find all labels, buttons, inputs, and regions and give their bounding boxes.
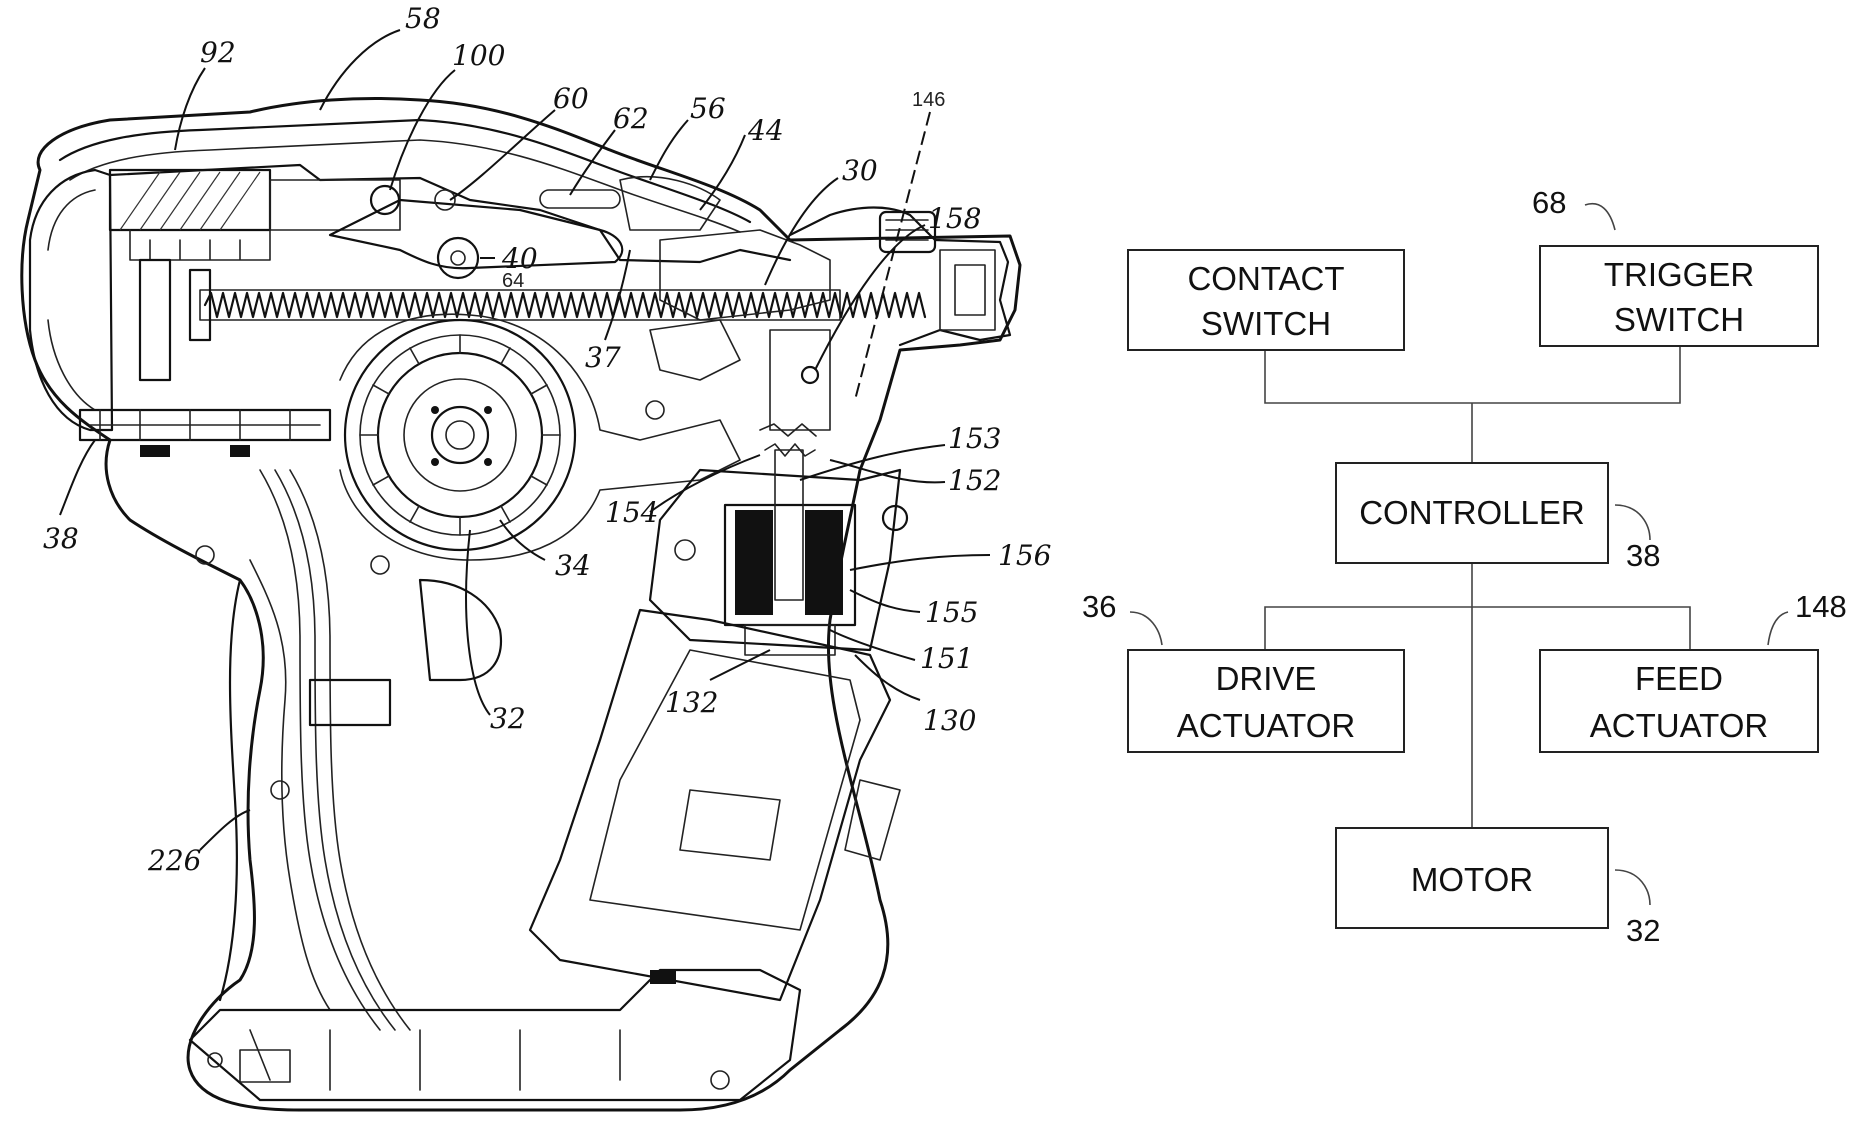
battery-foot-ribs — [250, 1030, 620, 1090]
nose-block — [940, 250, 995, 330]
label-37: 37 — [585, 341, 621, 374]
label-100: 100 — [452, 39, 505, 72]
label-152: 152 — [948, 464, 1001, 497]
magazine-inner — [590, 650, 860, 930]
label-60: 60 — [553, 82, 589, 115]
motor-block: MOTOR 32 — [1336, 828, 1660, 948]
ref-38: 38 — [1626, 538, 1660, 573]
plunger-spring-152 — [765, 444, 815, 456]
side-boss — [675, 540, 695, 560]
label-58: 58 — [405, 2, 441, 35]
upper-nose-rail — [660, 230, 830, 320]
motor-label: MOTOR — [1411, 861, 1533, 898]
ref-148: 148 — [1795, 589, 1847, 624]
screw-b — [271, 781, 289, 799]
label-44: 44 — [747, 114, 784, 147]
chip-1 — [140, 445, 170, 457]
label-130: 130 — [923, 704, 976, 737]
label-156: 156 — [998, 539, 1051, 572]
slot-62 — [540, 190, 620, 208]
label-151: 151 — [920, 642, 973, 675]
chip-2 — [230, 445, 250, 457]
wire-bundle-3 — [290, 470, 410, 1030]
contact-switch-line1: CONTACT — [1187, 260, 1344, 297]
label-62: 62 — [613, 102, 649, 135]
motor-assembly — [345, 320, 575, 550]
trigger-switch-line1: TRIGGER — [1604, 256, 1754, 293]
rear-cap — [30, 170, 112, 430]
cam-40 — [438, 238, 478, 278]
contact-switch-line2: SWITCH — [1201, 305, 1331, 342]
rear-cap-inner — [48, 190, 95, 410]
trigger-switch-body — [310, 680, 390, 725]
label-56: 56 — [690, 92, 726, 125]
feed-actuator-line2: ACTUATOR — [1590, 707, 1768, 744]
trigger-switch-line2: SWITCH — [1614, 301, 1744, 338]
drive-actuator-block: DRIVE ACTUATOR 36 — [1082, 589, 1404, 752]
battery-foot — [190, 970, 800, 1100]
contact-pad — [650, 970, 676, 984]
feed-actuator-block: FEED ACTUATOR 148 — [1540, 589, 1847, 752]
label-92: 92 — [200, 36, 236, 69]
block-92 — [110, 170, 270, 230]
trigger-switch-block: TRIGGER SWITCH 68 — [1532, 185, 1818, 346]
tool-cross-section: 92 58 100 60 62 56 44 146 30 — [22, 2, 1052, 1110]
comb-teeth — [130, 230, 270, 260]
controller-block: CONTROLLER 38 — [1336, 463, 1660, 573]
label-154: 154 — [605, 496, 658, 529]
coil-left — [735, 510, 773, 615]
drive-actuator-line1: DRIVE — [1216, 660, 1317, 697]
solenoid-guide — [770, 330, 830, 430]
label-146: 146 — [912, 89, 945, 111]
label-226: 226 — [147, 844, 201, 877]
label-32: 32 — [490, 702, 526, 735]
label-30: 30 — [842, 154, 878, 187]
block-92-hatch — [120, 172, 260, 230]
pivot-60 — [435, 190, 455, 210]
lift-arm — [330, 200, 622, 268]
ref-32: 32 — [1626, 913, 1660, 948]
handle-226 — [220, 580, 240, 1000]
screw-c — [371, 556, 389, 574]
contact-switch-block: CONTACT SWITCH — [1128, 250, 1404, 350]
label-132: 132 — [665, 686, 718, 719]
stator-slots — [360, 335, 560, 535]
drive-spring — [205, 293, 925, 317]
screw-f — [711, 1071, 729, 1089]
wire-bundle-2 — [275, 470, 395, 1030]
magazine-window — [680, 790, 780, 860]
ref-68: 68 — [1532, 185, 1566, 220]
bracket-37 — [650, 320, 740, 380]
plunger-153 — [775, 450, 803, 600]
label-34: 34 — [555, 549, 591, 582]
pivot-100 — [371, 186, 399, 214]
trigger — [420, 580, 501, 680]
label-155: 155 — [925, 596, 978, 629]
label-158: 158 — [928, 202, 981, 235]
cam-40-hub — [451, 251, 465, 265]
feed-actuator-line1: FEED — [1635, 660, 1723, 697]
connector-lines — [1265, 346, 1690, 828]
board-traces — [90, 410, 320, 440]
label-38: 38 — [43, 522, 79, 555]
screw-d — [646, 401, 664, 419]
coil-right — [805, 510, 843, 615]
label-153: 153 — [948, 422, 1001, 455]
ref-36: 36 — [1082, 589, 1116, 624]
block-diagram: CONTACT SWITCH TRIGGER SWITCH 68 CONTROL… — [1082, 185, 1847, 948]
controller-label: CONTROLLER — [1359, 494, 1585, 531]
label-64: 64 — [502, 270, 524, 292]
drive-actuator-line2: ACTUATOR — [1177, 707, 1355, 744]
